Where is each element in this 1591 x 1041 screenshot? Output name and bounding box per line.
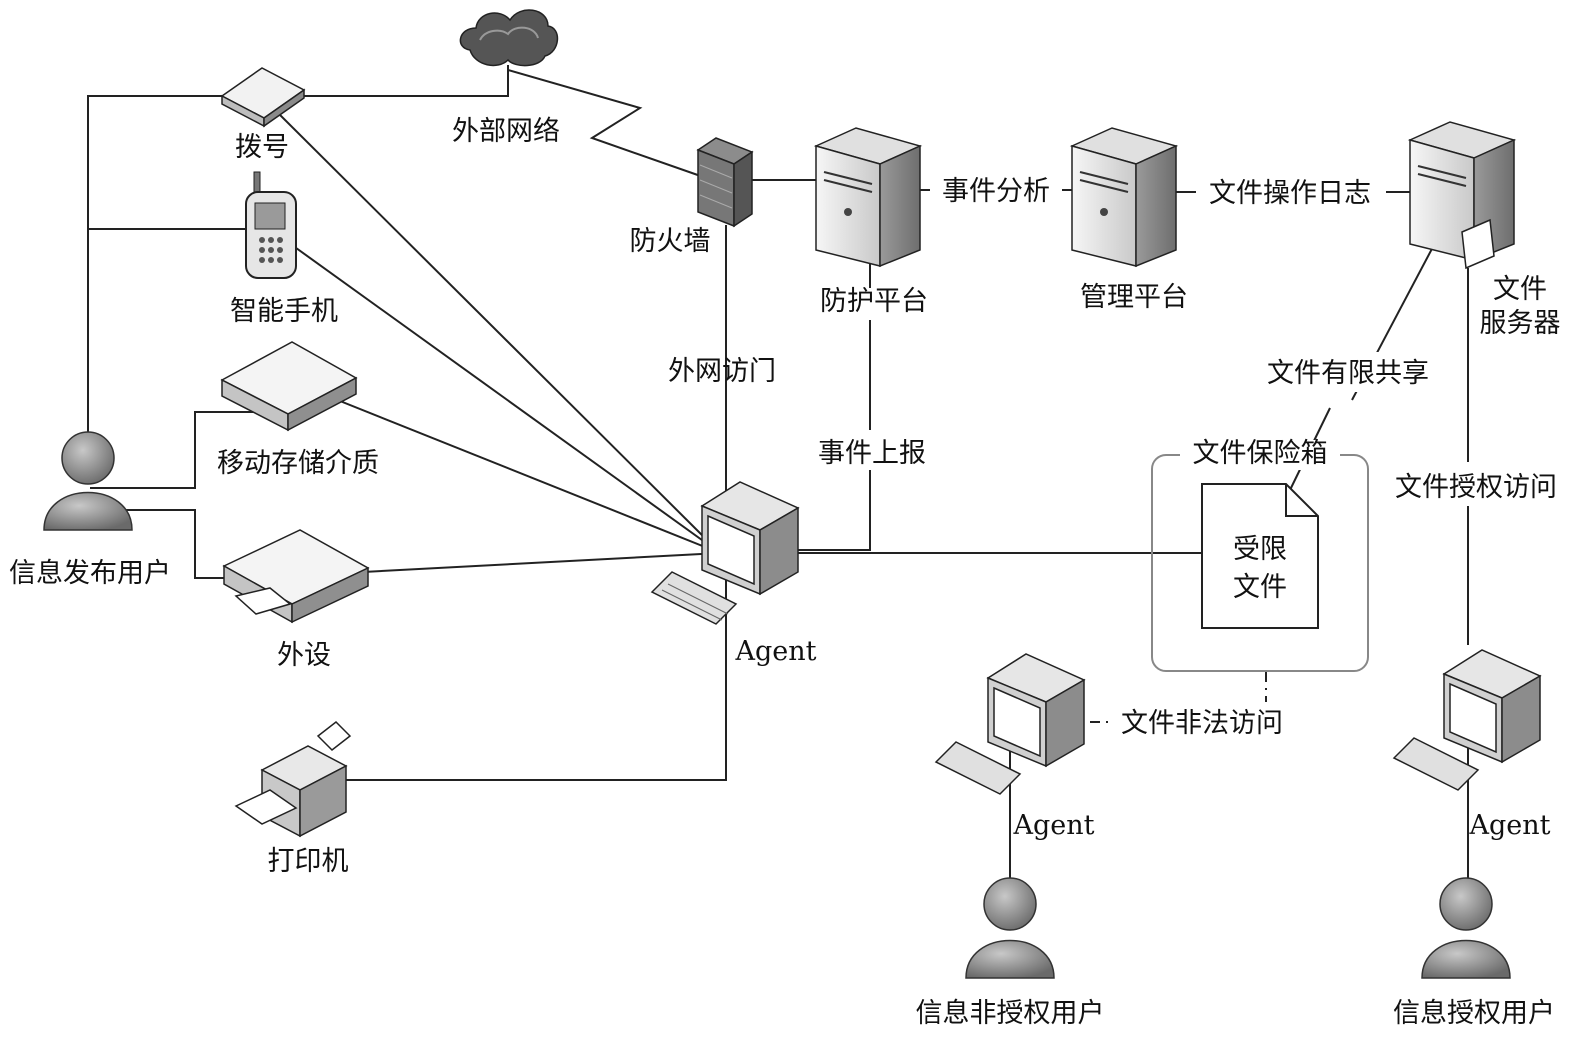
firewall-label: 防火墙 bbox=[630, 226, 711, 257]
dialup-to-cloud-line bbox=[300, 65, 509, 97]
restricted-file-label-1: 受限 bbox=[1233, 534, 1287, 565]
file-authorized-access-label: 文件授权访问 bbox=[1395, 472, 1557, 503]
peripheral-icon bbox=[222, 529, 370, 624]
cloud-icon bbox=[459, 9, 559, 67]
event-report-label: 事件上报 bbox=[818, 438, 926, 469]
removable-storage-label: 移动存储介质 bbox=[217, 448, 379, 479]
authorized-computer-icon bbox=[1392, 649, 1542, 791]
file-server-label-1: 文件 bbox=[1493, 274, 1547, 305]
restricted-file-icon bbox=[1201, 483, 1319, 629]
file-server-label-2: 服务器 bbox=[1480, 308, 1561, 339]
firewall-icon bbox=[696, 137, 754, 228]
peripheral-label: 外设 bbox=[277, 640, 331, 671]
firewall-to-printer-line bbox=[335, 225, 727, 781]
file-safe-label-bg bbox=[1180, 440, 1340, 470]
file-limited-share-label: 文件有限共享 bbox=[1267, 358, 1429, 389]
smartphone-icon bbox=[245, 171, 297, 279]
authorized-user-icon bbox=[1421, 877, 1511, 979]
printer-icon bbox=[234, 721, 352, 838]
protection-platform-label: 防护平台 bbox=[820, 286, 928, 317]
file-safe-label: 文件保险箱 bbox=[1193, 438, 1328, 469]
publisher-user-label: 信息发布用户 bbox=[9, 558, 171, 589]
storage-to-agent-line bbox=[299, 384, 721, 554]
unauthorized-user-icon bbox=[965, 877, 1055, 979]
agent-computer-icon bbox=[650, 481, 800, 625]
dialup-label: 拨号 bbox=[235, 132, 289, 163]
dialup-to-agent-line bbox=[269, 104, 721, 554]
file-illegal-access-label: 文件非法访问 bbox=[1121, 708, 1283, 739]
authorized-user-label: 信息授权用户 bbox=[1393, 998, 1555, 1029]
publisher-user-icon bbox=[43, 431, 133, 531]
restricted-file-label-2: 文件 bbox=[1233, 572, 1287, 603]
external-network-label: 外部网络 bbox=[452, 116, 560, 147]
phone-to-agent-line bbox=[284, 239, 721, 554]
agent-unauthorized-label: Agent bbox=[1013, 810, 1095, 841]
management-platform-label: 管理平台 bbox=[1080, 282, 1188, 313]
agent-main-label: Agent bbox=[735, 636, 817, 667]
user-bus-line bbox=[87, 95, 230, 440]
user-to-storage-line bbox=[90, 411, 290, 489]
external-access-label: 外网访门 bbox=[668, 356, 776, 387]
event-analysis-label: 事件分析 bbox=[942, 176, 1050, 207]
cloud-lightning-line bbox=[507, 69, 713, 181]
printer-label: 打印机 bbox=[268, 846, 349, 877]
unauthorized-user-label: 信息非授权用户 bbox=[916, 998, 1105, 1029]
file-server-icon bbox=[1407, 121, 1517, 270]
dialup-modem-icon bbox=[220, 67, 306, 128]
unauthorized-computer-icon bbox=[934, 653, 1086, 795]
smartphone-label: 智能手机 bbox=[230, 296, 338, 327]
protection-platform-server-icon bbox=[813, 127, 923, 268]
file-operation-log-label: 文件操作日志 bbox=[1209, 178, 1371, 209]
management-platform-server-icon bbox=[1069, 127, 1179, 268]
agent-authorized-label: Agent bbox=[1469, 810, 1551, 841]
user-to-peripheral-line bbox=[90, 509, 250, 579]
removable-storage-icon bbox=[220, 341, 358, 432]
